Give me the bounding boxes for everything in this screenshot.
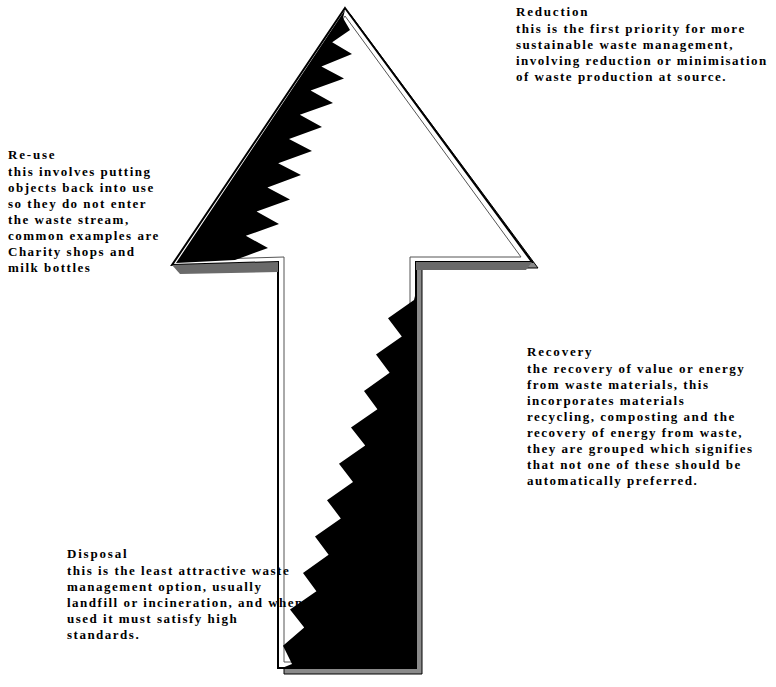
base-shading xyxy=(416,262,532,270)
level-description: this is the least attractive waste manag… xyxy=(67,563,312,643)
head-shading xyxy=(176,10,352,263)
level-description: the recovery of value or energy from was… xyxy=(527,361,757,489)
level-description: this involves putting objects back into … xyxy=(8,164,168,276)
base-shading xyxy=(172,262,278,274)
shaft-shading xyxy=(282,292,416,668)
level-heading: Reduction xyxy=(516,4,774,20)
level-heading: Re-use xyxy=(8,147,168,163)
level-description: this is the first priority for more sust… xyxy=(516,21,774,85)
level-heading: Recovery xyxy=(527,344,757,360)
level-heading: Disposal xyxy=(67,546,312,562)
